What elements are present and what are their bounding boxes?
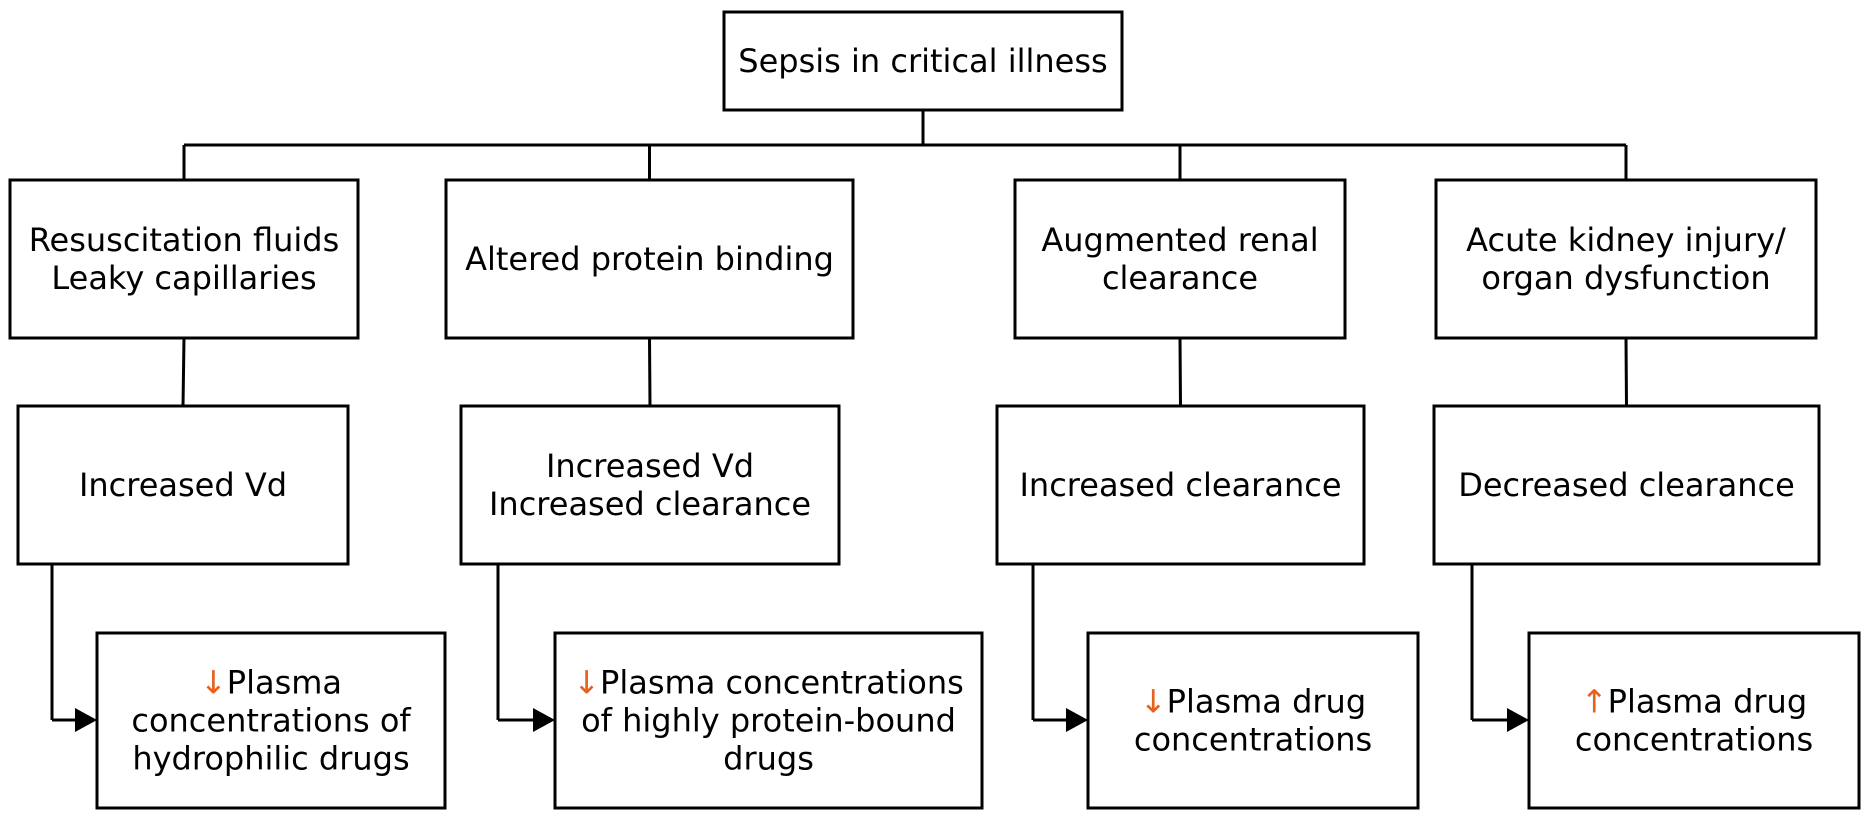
outcome-box-text-line: hydrophilic drugs: [132, 740, 409, 778]
effect-box: Increased clearance: [995, 404, 1366, 566]
cause-box-text-line: Altered protein binding: [465, 240, 834, 278]
effect-box-text-line: Decreased clearance: [1458, 466, 1795, 504]
arrowhead-icon: [533, 708, 555, 732]
root-box: Sepsis in critical illness: [722, 10, 1124, 112]
effect-box-text-line: Increased clearance: [1019, 466, 1341, 504]
outcome-box-text-line: concentrations of: [131, 702, 411, 740]
cause-box-border: [1434, 178, 1818, 340]
cause-box-border: [8, 178, 360, 340]
trend-arrow-symbol: ↓: [1140, 683, 1167, 721]
cause-box-border: [1013, 178, 1347, 340]
effect-box-text-line: Increased Vd: [546, 447, 754, 485]
outcome-box-text-line: of highly protein-bound: [581, 702, 956, 740]
effect-box-text-line: Increased Vd: [79, 466, 287, 504]
arrowhead-icon: [1066, 708, 1088, 732]
cause-box-text-line: Resuscitation fluids: [29, 221, 340, 259]
effect-box-border: [1432, 404, 1821, 566]
diagram-boxes: Sepsis in critical illnessResuscitation …: [8, 10, 1861, 810]
cause-box-text-line: clearance: [1102, 259, 1258, 297]
outcome-box-border: [1086, 631, 1420, 810]
outcome-box-border: [1527, 631, 1861, 810]
trend-arrow-symbol: ↑: [1581, 683, 1608, 721]
effect-box: Increased Vd: [16, 404, 350, 566]
effect-box: Decreased clearance: [1432, 404, 1821, 566]
cause-box-text-line: Augmented renal: [1041, 221, 1318, 259]
outcome-box-text-line: ↑Plasma drug: [1581, 683, 1807, 721]
arrowhead-icon: [75, 708, 97, 732]
cause-box-text-line: organ dysfunction: [1481, 259, 1770, 297]
outcome-box-text-line: concentrations: [1575, 721, 1813, 759]
outcome-box-text-line: ↓Plasma concentrations: [573, 664, 964, 702]
cause-box-border: [444, 178, 855, 340]
trend-arrow-symbol: ↓: [573, 664, 600, 702]
connector-lines: [50, 110, 1628, 732]
cause-box: Acute kidney injury/organ dysfunction: [1434, 178, 1818, 340]
outcome-box-text-line: ↓Plasma: [200, 664, 342, 702]
cause-effect-line: [648, 337, 652, 407]
arrowhead-icon: [1507, 708, 1529, 732]
cause-effect-line: [1624, 337, 1628, 407]
root-box-border: [722, 10, 1124, 112]
cause-box-text-line: Leaky capillaries: [51, 259, 316, 297]
cause-box: Altered protein binding: [444, 178, 855, 340]
trend-arrow-symbol: ↓: [200, 664, 227, 702]
effect-box-border: [16, 404, 350, 566]
cause-effect-line: [1178, 337, 1182, 407]
effect-box-text-line: Increased clearance: [489, 485, 811, 523]
cause-effect-line: [181, 337, 186, 407]
effect-box-border: [995, 404, 1366, 566]
cause-box-text-line: Acute kidney injury/: [1466, 221, 1786, 259]
outcome-box-border: [553, 631, 984, 810]
effect-box-border: [459, 404, 841, 566]
outcome-box-text-line: concentrations: [1134, 721, 1372, 759]
outcome-box-text-line: drugs: [723, 740, 814, 778]
outcome-box-border: [95, 631, 447, 810]
root-box-text-line: Sepsis in critical illness: [738, 42, 1107, 80]
outcome-box-text-line: ↓Plasma drug: [1140, 683, 1366, 721]
